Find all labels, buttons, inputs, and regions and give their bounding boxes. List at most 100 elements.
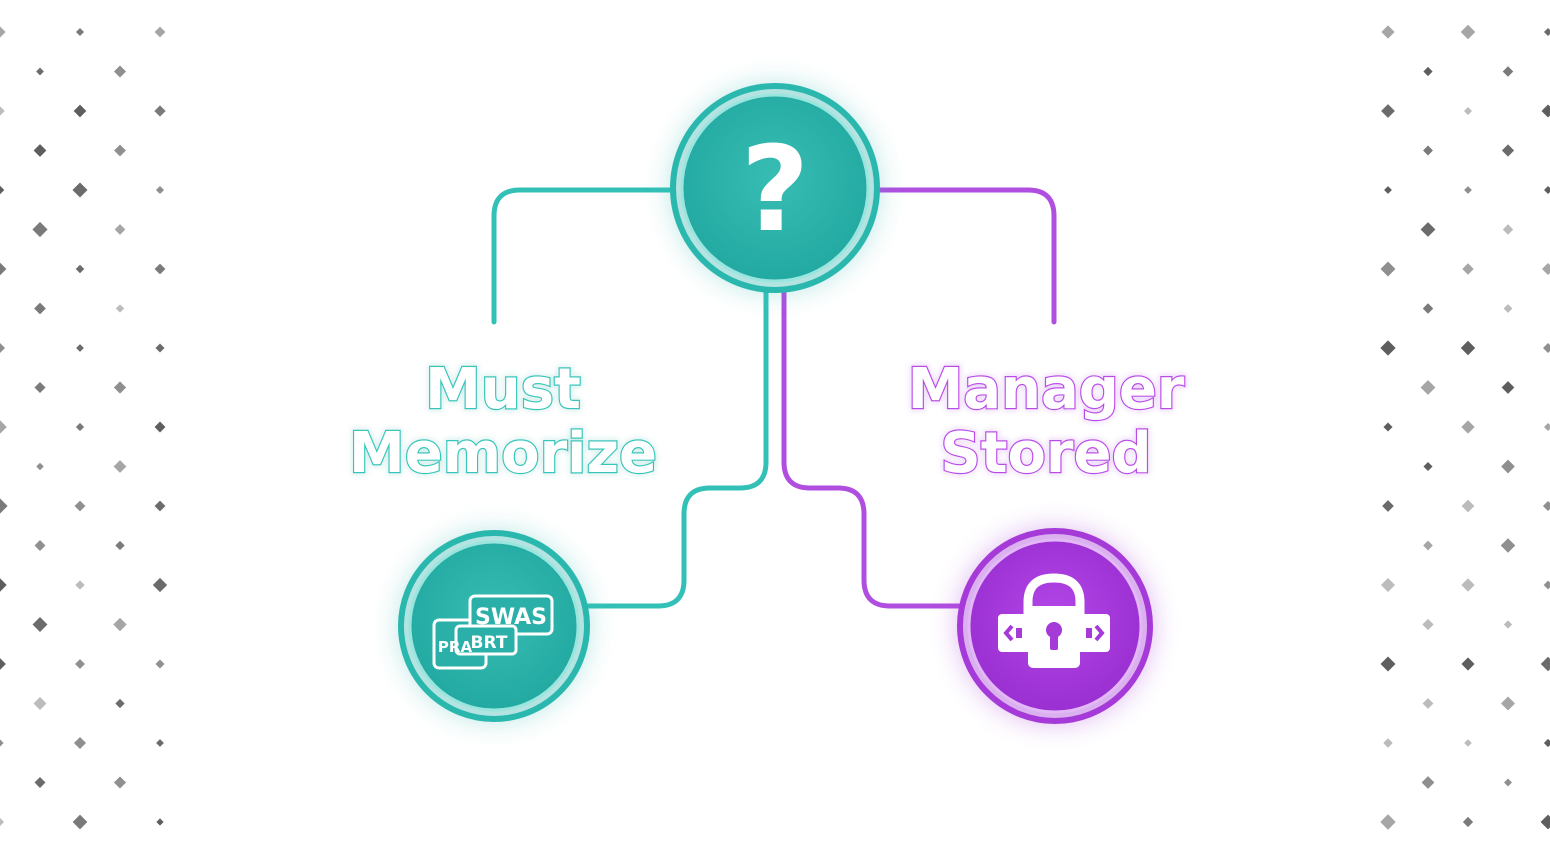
diamond-dot (0, 817, 5, 827)
diamond-dot (76, 344, 84, 352)
diamond-dot (0, 26, 6, 38)
diamond-dot (1462, 263, 1474, 275)
diamond-dot (154, 26, 166, 38)
diamond-dot (1461, 420, 1475, 434)
diamond-dot (74, 500, 86, 512)
left-label-line1: Must (425, 357, 581, 422)
diamond-dot (0, 185, 5, 195)
connector-teal-bottom-left (582, 289, 769, 609)
diamond-dot (36, 462, 44, 471)
diamond-dot (113, 381, 127, 394)
password-cards-icon (432, 594, 554, 670)
diamond-dot (73, 104, 87, 118)
diamond-dot (1383, 422, 1393, 432)
diamond-dot (1544, 423, 1550, 431)
card-text-pra: PRA (438, 638, 473, 656)
diamond-dot (152, 577, 168, 593)
diamond-dot (34, 777, 46, 788)
diamond-dot (1461, 657, 1475, 671)
diamond-dot (1384, 186, 1392, 194)
diamond-dot (1464, 107, 1472, 115)
diamond-dot (1543, 738, 1550, 748)
diamond-dot (1421, 776, 1435, 789)
diamond-dot (115, 540, 125, 551)
diamond-dot (0, 739, 4, 747)
right-label-line1: Manager (908, 357, 1185, 422)
diamond-dot (1460, 340, 1476, 356)
diamond-dot (75, 264, 85, 274)
diamond-dot (1501, 144, 1515, 157)
diamond-dot (1543, 580, 1550, 590)
diamond-dot (75, 27, 85, 37)
diamond-dot-pattern-right (1380, 24, 1550, 830)
diamond-dot (1423, 66, 1433, 77)
diamond-dot (155, 343, 165, 353)
diamond-dot (154, 500, 166, 512)
diamond-dot (0, 578, 7, 592)
diamond-dot (1420, 222, 1436, 237)
diamond-dot (115, 304, 125, 313)
diamond-dot (1543, 27, 1550, 37)
diamond-dot (72, 814, 88, 830)
left-label: Must Memorize (348, 356, 658, 487)
diamond-dot (1541, 104, 1550, 118)
connector-lines (491, 187, 1057, 609)
diamond-dot (1540, 814, 1550, 830)
diamond-dot (1503, 304, 1513, 313)
diamond-dot (32, 221, 48, 238)
diamond-dot (1502, 66, 1514, 77)
diamond-dot (1380, 577, 1396, 593)
diamond-dot (0, 342, 6, 354)
question-node: ? (670, 83, 880, 293)
diamond-dot (0, 262, 7, 276)
card-text-brt: BRT (471, 633, 508, 653)
diamond-dot (1542, 500, 1550, 512)
diamond-dot (0, 420, 7, 434)
diamond-dot (33, 697, 47, 710)
diamond-dot (1461, 499, 1475, 513)
diamond-dot (1382, 500, 1394, 512)
diamond-dot (1462, 816, 1474, 828)
manager-node (957, 528, 1153, 724)
diamond-dot (1422, 698, 1434, 709)
connector-purple-bottom-right (781, 289, 965, 609)
diamond-dot (1460, 24, 1476, 40)
diamond-dot (1543, 343, 1550, 353)
diamond-dot (1381, 25, 1395, 39)
diamond-dot (1380, 261, 1396, 277)
left-label-line2: Memorize (349, 421, 657, 486)
diamond-dot (1422, 618, 1434, 631)
right-label-line2: Stored (940, 421, 1151, 486)
diamond-dot (154, 105, 166, 117)
diamond-dot (1544, 186, 1550, 194)
diamond-dot (114, 144, 126, 157)
diamond-dot (1380, 814, 1396, 830)
diamond-dot (75, 659, 85, 669)
diamond-dot (1420, 380, 1436, 395)
diamond-dot (155, 659, 165, 669)
diamond-dot (1503, 620, 1513, 629)
diamond-dot (1422, 303, 1434, 314)
diamond-dot (32, 617, 48, 632)
diamond-dot (113, 776, 127, 789)
diamond-dot (154, 263, 166, 275)
diamond-dot (73, 736, 87, 750)
diamond-dot (156, 739, 164, 747)
connector-teal-top-left (491, 187, 675, 325)
diamond-dot (115, 698, 125, 709)
diamond-dot (1502, 224, 1514, 235)
diamond-dot (1380, 340, 1396, 356)
diamond-dot (0, 498, 8, 514)
diamond-dot (34, 540, 46, 551)
padlock-vault-icon (998, 573, 1110, 668)
question-mark-icon: ? (741, 120, 809, 258)
diamond-dot (1423, 145, 1433, 156)
diamond-dot (34, 381, 46, 394)
diamond-dot (1461, 578, 1475, 592)
diamond-dot-pattern-left (0, 26, 168, 830)
diamond-dot (1500, 538, 1516, 553)
memorize-node: SWAS BRT PRA (398, 530, 590, 722)
diamond-dot (155, 185, 165, 195)
diamond-dot (1381, 104, 1395, 118)
